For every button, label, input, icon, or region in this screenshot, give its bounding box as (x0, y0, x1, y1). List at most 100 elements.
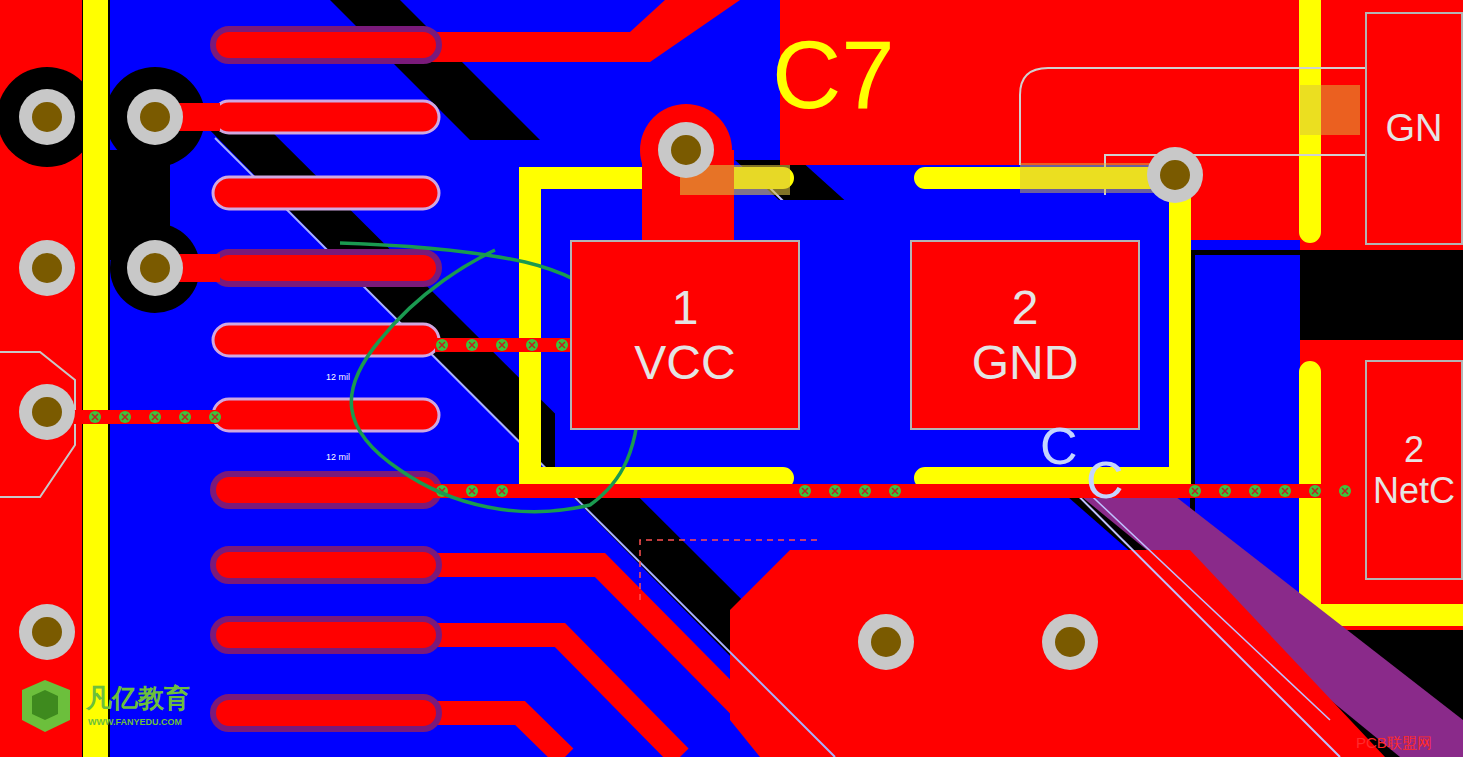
pcb-artwork (556, 339, 568, 351)
pcb-artwork (469, 342, 475, 348)
pcb-artwork (526, 339, 538, 351)
pcb-artwork (1279, 485, 1291, 497)
pcb-artwork (499, 488, 505, 494)
watermark: PCB联盟网 (1356, 735, 1432, 752)
net-name: VCC (634, 335, 735, 390)
pcb-artwork (19, 89, 75, 145)
clearance-note: 12 mil (326, 453, 350, 463)
pcb-artwork (1192, 488, 1198, 494)
silkscreen-mark: C (1040, 418, 1078, 475)
pcb-artwork (466, 485, 478, 497)
pcb-artwork (640, 540, 820, 600)
pcb-artwork (496, 339, 508, 351)
pcb-artwork (530, 178, 1180, 478)
pcb-artwork (1189, 485, 1201, 497)
pcb-artwork (435, 338, 575, 352)
pcb-artwork (1219, 485, 1231, 497)
clearance-note: 12 mil (326, 373, 350, 383)
pcb-artwork (32, 397, 62, 427)
pcb-artwork (119, 411, 131, 423)
pcb-artwork (859, 485, 871, 497)
pcb-artwork (658, 122, 714, 178)
pcb-artwork (127, 240, 183, 296)
pcb-artwork (559, 342, 565, 348)
pcb-artwork (829, 485, 841, 497)
pcb-artwork (213, 399, 439, 431)
pcb-artwork (213, 549, 439, 581)
pcb-artwork (19, 384, 75, 440)
pcb-artwork (1189, 485, 1201, 497)
designator: C7 (772, 22, 895, 128)
pcb-artwork (19, 89, 75, 145)
pcb-artwork (556, 339, 568, 351)
pcb-artwork (149, 411, 161, 423)
pcb-artwork (182, 414, 188, 420)
pcb-artwork (1147, 147, 1203, 203)
pcb-artwork (0, 352, 75, 497)
pcb-artwork (499, 342, 505, 348)
pcb-artwork (1312, 488, 1318, 494)
pin-number: 1 (672, 280, 699, 335)
pcb-artwork (19, 604, 75, 660)
pcb-artwork (799, 485, 811, 497)
smd-pad: 1VCC (570, 240, 800, 430)
watermark: WWW.FANYEDU.COM (88, 718, 182, 728)
pcb-artwork (89, 411, 101, 423)
net-name: NetC (1373, 470, 1455, 511)
pcb-artwork (430, 484, 1463, 498)
pcb-artwork (439, 342, 445, 348)
pcb-artwork (799, 485, 811, 497)
pcb-artwork (32, 617, 62, 647)
pcb-artwork (1339, 485, 1351, 497)
pcb-artwork (469, 488, 475, 494)
pcb-artwork (1147, 147, 1203, 203)
pcb-artwork (19, 604, 75, 660)
pcb-artwork (466, 339, 478, 351)
pcb-artwork (430, 713, 565, 757)
pcb-artwork (0, 67, 97, 167)
pcb-artwork (152, 414, 158, 420)
watermark: 凡亿教育 (86, 684, 190, 713)
pcb-artwork (466, 339, 478, 351)
pcb-artwork (1249, 485, 1261, 497)
pcb-artwork (1055, 627, 1085, 657)
smd-pad: GN (1365, 12, 1463, 245)
pcb-artwork (140, 253, 170, 283)
pcb-artwork (127, 89, 183, 145)
pcb-artwork (496, 339, 508, 351)
pcb-artwork (889, 485, 901, 497)
pcb-artwork (496, 485, 508, 497)
net-name: GND (972, 335, 1079, 390)
pcb-artwork (829, 485, 841, 497)
pcb-artwork (149, 411, 161, 423)
pcb-artwork (92, 414, 98, 420)
pcb-artwork (871, 627, 901, 657)
vias (19, 89, 1203, 670)
pcb-artwork (89, 411, 101, 423)
pcb-artwork (1342, 488, 1348, 494)
pcb-artwork (19, 240, 75, 296)
pcb-artwork (32, 253, 62, 283)
pcb-artwork (22, 680, 70, 732)
pin-number: GN (1386, 107, 1443, 151)
pcb-artwork (209, 411, 221, 423)
pcb-artwork (19, 384, 75, 440)
pcb-artwork (212, 414, 218, 420)
pcb-artwork (140, 102, 170, 132)
pcb-artwork (213, 324, 439, 356)
pcb-artwork (1309, 485, 1321, 497)
pcb-artwork (127, 240, 183, 296)
pcb-artwork (658, 122, 714, 178)
pcb-artwork (1222, 488, 1228, 494)
pcb-artwork (892, 488, 898, 494)
pcb-artwork (1309, 485, 1321, 497)
pcb-artwork (1279, 485, 1291, 497)
pin-number: 2 (1012, 280, 1039, 335)
pcb-artwork (529, 342, 535, 348)
pcb-artwork (179, 411, 191, 423)
pcb-artwork (213, 619, 439, 651)
pcb-artwork (436, 339, 448, 351)
pcb-artwork (858, 614, 914, 670)
smd-pad: 2GND (910, 240, 1140, 430)
